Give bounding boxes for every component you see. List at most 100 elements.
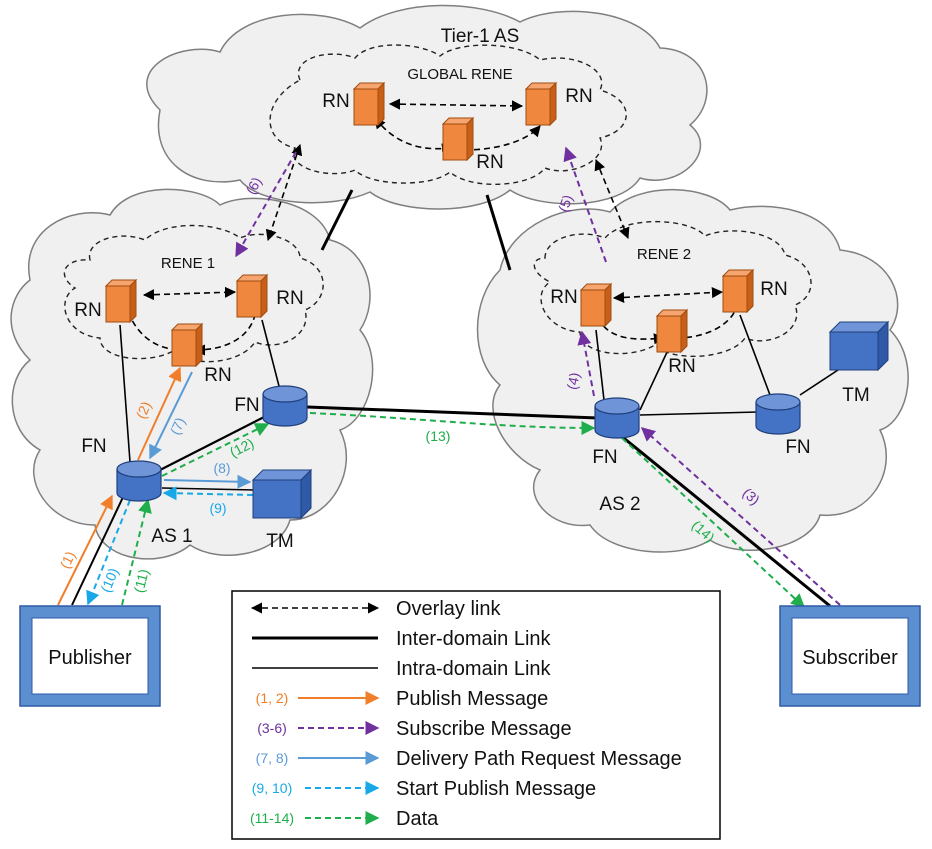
inter-link-publisher xyxy=(71,494,125,606)
tier1-cloud xyxy=(146,4,708,210)
rn-global-2 xyxy=(442,117,474,161)
intra-link-b5 xyxy=(799,369,839,396)
tm-as2 xyxy=(829,321,889,371)
inter-link-tier1-as1 xyxy=(320,189,354,251)
tm-label-as2: TM xyxy=(842,385,869,406)
rn-label-b1: RN xyxy=(550,287,577,308)
rene2-label: RENE 2 xyxy=(637,246,691,263)
legend-tag-publish: (1, 2) xyxy=(256,690,289,706)
rn-label-g2: RN xyxy=(476,152,503,173)
fn-label-a2: FN xyxy=(234,395,259,416)
fn-as2-main xyxy=(594,397,640,439)
rn-as1-2 xyxy=(171,323,203,367)
fn-label-b1: FN xyxy=(592,447,617,468)
overlay-tier1-rene1 xyxy=(265,143,303,242)
overlay-rn-a2-a3 xyxy=(193,314,256,356)
delivery-arrow-7 xyxy=(149,371,193,460)
intra-link-b2 xyxy=(639,349,669,411)
legend-tag-subscribe: (3-6) xyxy=(257,720,287,736)
delivery-arrow-8 xyxy=(163,474,252,489)
startpub-arrow-10 xyxy=(86,499,131,606)
as1-label: AS 1 xyxy=(151,526,192,547)
rn-global-1 xyxy=(353,82,385,126)
step-label-6: (6) xyxy=(243,174,265,197)
legend-label-subscribe: Subscribe Message xyxy=(396,718,572,740)
rene2-cloud xyxy=(533,221,812,358)
publisher-label: Publisher xyxy=(48,647,132,669)
rn-label-g3: RN xyxy=(565,86,592,107)
legend-label-intra: Intra-domain Link xyxy=(396,658,552,680)
rn-label-b3: RN xyxy=(760,279,787,300)
step-label-5: (5) xyxy=(555,193,576,215)
intra-link-b3 xyxy=(639,411,759,416)
step-label-4: (4) xyxy=(564,371,583,391)
legend-label-data: Data xyxy=(396,808,439,830)
data-arrow-14 xyxy=(621,437,806,608)
subscribe-arrow-3 xyxy=(640,427,841,606)
tm-as1 xyxy=(252,469,312,519)
as2-cloud xyxy=(476,188,909,553)
overlay-rn-a1-a3 xyxy=(142,286,237,301)
legend-tag-delivery: (7, 8) xyxy=(256,750,289,766)
step-label-13: (13) xyxy=(426,428,451,444)
legend-label-startpub: Start Publish Message xyxy=(396,778,596,800)
as2-label: AS 2 xyxy=(599,494,640,515)
overlay-rn-b1-b3 xyxy=(612,286,724,304)
overlay-rn-b2-b3 xyxy=(674,307,737,344)
subscriber-label: Subscriber xyxy=(802,647,898,669)
step-label-2: (2) xyxy=(133,399,155,421)
data-arrow-13 xyxy=(309,412,596,435)
startpub-arrow-9 xyxy=(162,486,254,501)
legend-label-inter: Inter-domain Link xyxy=(396,628,552,650)
inter-link-subscriber xyxy=(619,433,831,608)
rn-as1-3 xyxy=(236,274,268,318)
intra-link-b4 xyxy=(739,314,771,396)
rn-as2-3 xyxy=(722,269,754,313)
step-label-8: (8) xyxy=(213,460,230,476)
legend-tag-startpub: (9, 10) xyxy=(252,780,292,796)
intra-link-a2 xyxy=(261,319,281,391)
legend-label-overlay: Overlay link xyxy=(396,598,501,620)
publish-arrow-1 xyxy=(57,494,113,606)
overlay-rn-g2-g3 xyxy=(463,125,541,151)
rn-label-b2: RN xyxy=(668,356,695,377)
rn-label-g1: RN xyxy=(322,91,349,112)
rn-global-3 xyxy=(525,82,557,126)
legend-tag-data: (11-14) xyxy=(250,810,294,826)
overlay-rn-g1-g2 xyxy=(374,117,454,155)
rn-label-a2: RN xyxy=(204,365,231,386)
intra-link-b1 xyxy=(595,329,605,401)
step-label-1: (1) xyxy=(57,549,79,571)
legend: Overlay link Inter-domain Link Intra-dom… xyxy=(231,590,721,840)
inter-link-fn-fn xyxy=(306,405,599,420)
rene1-label: RENE 1 xyxy=(161,255,215,272)
intra-link-a4 xyxy=(161,487,256,491)
tier1-label: Tier-1 AS xyxy=(441,26,520,47)
fn-label-a1: FN xyxy=(81,436,106,457)
rn-as2-2 xyxy=(656,309,688,353)
rn-as1-1 xyxy=(105,279,137,323)
legend-label-delivery: Delivery Path Request Message xyxy=(396,748,682,770)
overlay-tier1-rene2 xyxy=(594,158,630,240)
step-label-7: (7) xyxy=(167,415,189,437)
step-label-11: (11) xyxy=(131,567,152,594)
global-rene-cloud xyxy=(269,44,627,186)
rn-label-a1: RN xyxy=(74,300,101,321)
overlay-rn-g1-g3 xyxy=(388,98,524,112)
publisher-box[interactable]: Publisher xyxy=(19,605,161,707)
global-rene-label: GLOBAL RENE xyxy=(407,66,512,83)
fn-as1-secondary xyxy=(262,385,308,427)
subscribe-arrow-6 xyxy=(235,151,297,258)
rene1-cloud xyxy=(63,224,324,363)
data-arrow-11 xyxy=(121,498,152,606)
rn-as2-1 xyxy=(580,283,612,327)
fn-as1-main xyxy=(116,460,162,502)
fn-as2-secondary xyxy=(755,393,801,435)
intra-link-a3 xyxy=(159,414,269,471)
rn-label-a3: RN xyxy=(276,288,303,309)
publish-arrow-2 xyxy=(137,366,182,461)
fn-label-b2: FN xyxy=(785,437,810,458)
subscribe-arrow-5 xyxy=(563,146,607,263)
subscriber-box[interactable]: Subscriber xyxy=(779,605,921,707)
